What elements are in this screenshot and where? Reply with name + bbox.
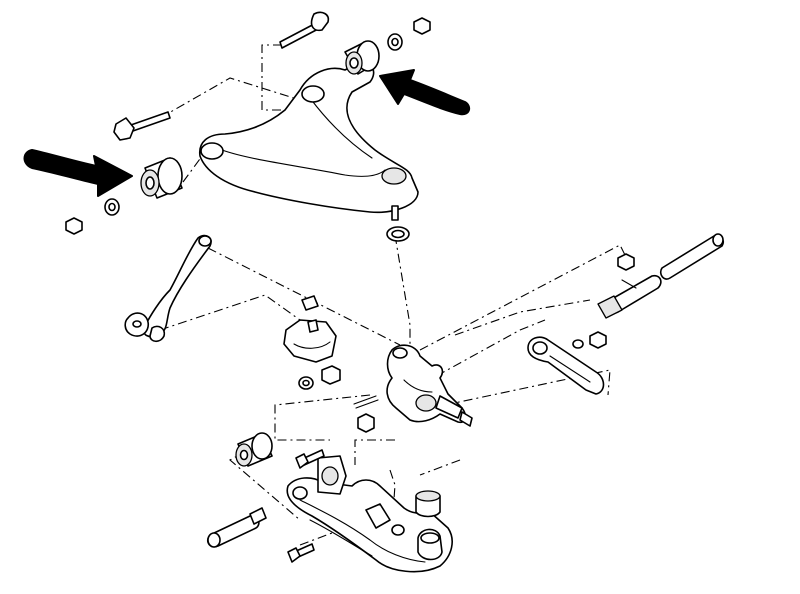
rebound-bumper	[283, 295, 337, 363]
lower-arm-pivot-shaft	[206, 507, 267, 548]
tie-rod-adjuster	[597, 274, 662, 319]
tie-rod-tube	[659, 233, 725, 280]
bumper-washer	[298, 376, 314, 390]
assembly-guide-lines	[159, 44, 626, 556]
tie-rod-clip	[621, 279, 637, 289]
stabilizer-bar-link	[124, 234, 212, 343]
black-arrow-icon	[23, 149, 133, 197]
knuckle-nut	[357, 413, 375, 433]
upper-rear-washer	[387, 33, 403, 51]
upper-arm-front-bolt	[113, 111, 171, 141]
steering-knuckle	[386, 344, 473, 427]
ball-joint-snap-ring	[386, 226, 410, 242]
lower-control-arm	[286, 455, 453, 573]
idler-arm-washer	[572, 339, 584, 349]
lower-ball-joint	[417, 528, 443, 561]
lower-arm-rear-bolt	[287, 543, 315, 563]
upper-control-arm-front-bushing	[140, 157, 183, 199]
lower-ball-joint-boot	[415, 490, 441, 518]
bumper-nut	[321, 365, 341, 385]
upper-front-nut	[65, 217, 83, 235]
idler-arm-nut	[589, 331, 607, 349]
upper-rear-nut	[413, 17, 431, 35]
black-arrow-icon	[379, 69, 471, 116]
upper-arm-rear-bolt	[279, 11, 330, 49]
lower-control-arm-bushing	[235, 432, 273, 467]
upper-front-washer	[104, 198, 120, 216]
lower-arm-bolt	[295, 449, 325, 469]
upper-control-arm-rear-bushing	[344, 40, 380, 75]
tie-rod-nut	[617, 253, 635, 271]
cotter-pin	[353, 395, 379, 409]
idler-arm	[527, 336, 605, 395]
